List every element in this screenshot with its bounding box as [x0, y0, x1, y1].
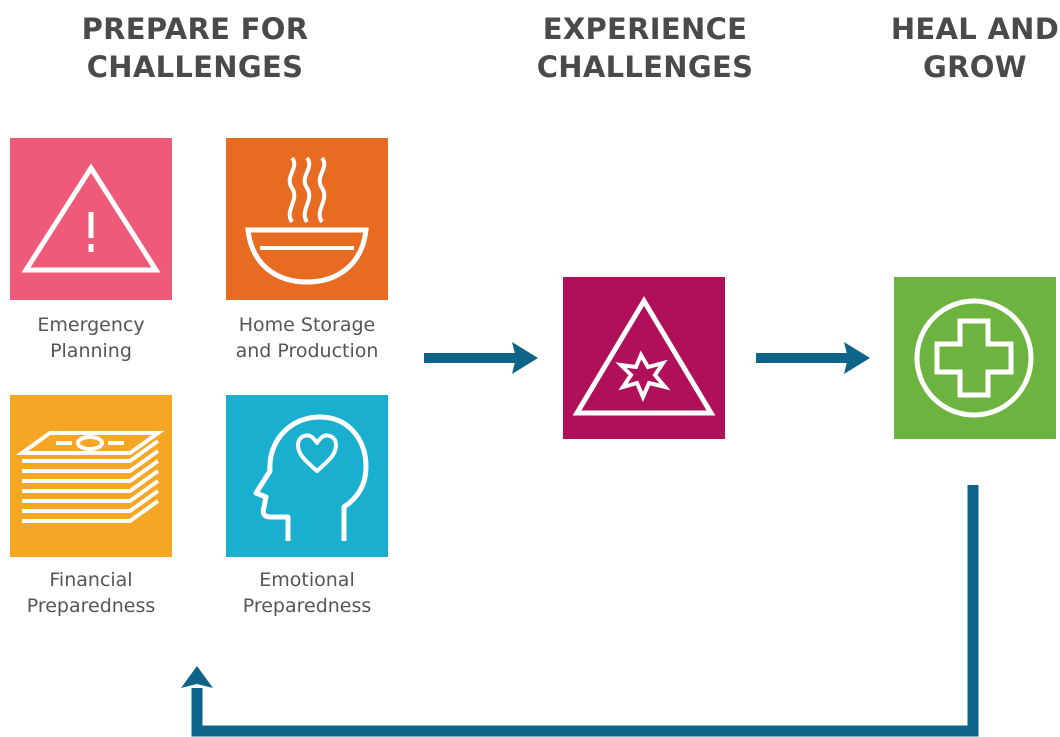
label-line: Emotional: [259, 569, 355, 591]
home-storage-label: Home Storage and Production: [207, 312, 407, 364]
heading-prepare-for-challenges: PREPARE FOR CHALLENGES: [50, 10, 340, 86]
label-line: Planning: [50, 340, 132, 362]
heading-line: PREPARE FOR: [81, 12, 309, 46]
heading-line: HEAL AND: [890, 12, 1060, 46]
experience-challenges-tile: [563, 277, 725, 439]
emergency-planning-label: Emergency Planning: [0, 312, 191, 364]
label-line: Financial: [49, 569, 133, 591]
heading-experience-challenges: EXPERIENCE CHALLENGES: [500, 10, 790, 86]
heading-line: EXPERIENCE: [542, 12, 748, 46]
head-heart-icon: [253, 414, 369, 541]
heading-line: GROW: [923, 50, 1027, 84]
arrow-right-icon: [424, 340, 538, 376]
financial-preparedness-tile: [10, 395, 172, 557]
arrow-up-icon: [181, 666, 213, 688]
financial-preparedness-label: Financial Preparedness: [0, 567, 191, 619]
heading-line: CHALLENGES: [86, 50, 304, 84]
heal-and-grow-tile: [894, 277, 1056, 439]
emergency-planning-tile: [10, 138, 172, 300]
label-line: Home Storage: [238, 314, 376, 336]
label-line: and Production: [235, 340, 379, 362]
label-line: Emergency: [37, 314, 145, 336]
heading-line: CHALLENGES: [536, 50, 754, 84]
warning-triangle-icon: [21, 163, 161, 273]
impact-triangle-icon: [572, 296, 716, 416]
medical-cross-icon: [914, 298, 1034, 418]
emotional-preparedness-label: Emotional Preparedness: [207, 567, 407, 619]
arrow-right-icon: [756, 340, 870, 376]
home-storage-tile: [226, 138, 388, 300]
heading-heal-and-grow: HEAL AND GROW: [860, 10, 1060, 86]
steaming-bowl-icon: [245, 156, 369, 285]
money-stack-icon: [15, 431, 165, 523]
label-line: Preparedness: [242, 595, 372, 617]
emotional-preparedness-tile: [226, 395, 388, 557]
label-line: Preparedness: [26, 595, 156, 617]
